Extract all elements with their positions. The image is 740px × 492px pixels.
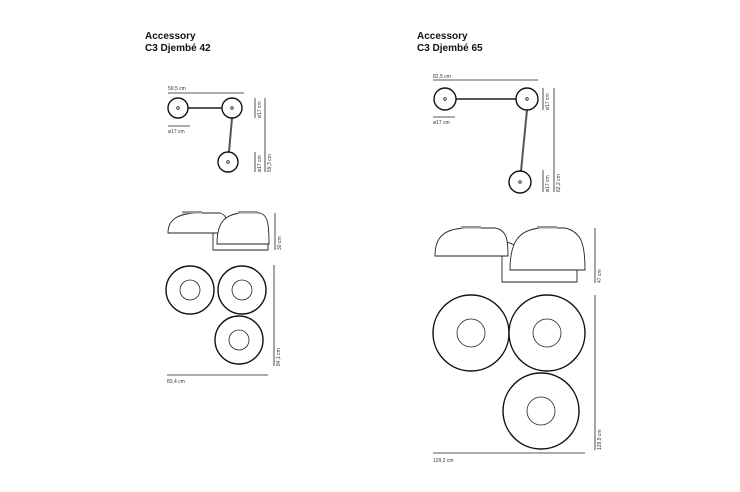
connector-bar: [228, 117, 233, 153]
dim-label: 83,4 cm: [167, 379, 185, 385]
shade-side: [434, 227, 509, 257]
canopy: [508, 170, 532, 194]
shade-outline: [432, 294, 510, 372]
dim-label: ø17 cm: [545, 93, 551, 110]
canopy-center: [443, 97, 447, 101]
canopy-center: [176, 106, 180, 110]
shade-side: [509, 227, 586, 271]
dim-label: 30 cm: [277, 236, 283, 250]
canopy-center: [230, 106, 234, 110]
shade-opening: [179, 279, 201, 301]
dim-label: 47 cm: [597, 269, 603, 283]
canopy-side: [238, 211, 258, 214]
left-top-view: 59,5 cm ø17 cm ø17 cm ø17 cm 59,3 cm: [167, 86, 273, 173]
canopy: [433, 87, 457, 111]
dim-label: ø17 cm: [168, 129, 185, 135]
canopy-center: [525, 97, 529, 101]
dim-label: 82,5 cm: [433, 74, 451, 80]
left-side-view: 30 cm: [167, 211, 283, 251]
dim-label: ø17 cm: [257, 155, 263, 172]
shade-outline: [165, 265, 215, 315]
connector-bar: [520, 109, 528, 172]
left-title-line2: C3 Djembé 42: [145, 43, 211, 54]
canopy-center: [226, 160, 230, 164]
dim-label: ø17 cm: [257, 101, 263, 118]
shade-outline: [217, 265, 267, 315]
shade-outline: [214, 315, 264, 365]
canopy: [515, 87, 539, 111]
dim-label: 129,2 cm: [433, 458, 454, 464]
canopy-center: [518, 180, 522, 184]
shade-opening: [456, 318, 486, 348]
shade-outline: [502, 372, 580, 450]
right-top-view: 82,5 cm ø17 cm ø17 cm ø17 cm 82,2 cm: [433, 74, 562, 194]
dim-label: ø17 cm: [433, 120, 450, 126]
right-title: Accessory C3 Djembé 65: [417, 31, 483, 55]
right-side-view: 47 cm: [434, 226, 603, 283]
shade-opening: [228, 329, 250, 351]
shade-side: [216, 212, 270, 245]
canopy: [217, 151, 239, 173]
dim-label: ø17 cm: [545, 175, 551, 192]
canopy: [167, 97, 189, 119]
left-title: Accessory C3 Djembé 42: [145, 31, 211, 55]
canopy-side: [461, 226, 481, 229]
dim-label: 59,3 cm: [267, 154, 273, 172]
shade-opening: [526, 396, 556, 426]
canopy: [221, 97, 243, 119]
left-plan-view: 83,4 cm 84,1 cm: [165, 265, 282, 385]
canopy-side: [182, 211, 202, 214]
dim-label: 59,5 cm: [168, 86, 186, 92]
right-plan-view: 129,2 cm 129,9 cm: [432, 294, 603, 464]
canopy-side: [537, 226, 557, 229]
shade-opening: [231, 279, 253, 301]
dim-label: 129,9 cm: [597, 429, 603, 450]
shade-opening: [532, 318, 562, 348]
dim-label: 82,2 cm: [556, 174, 562, 192]
right-title-line1: Accessory: [417, 31, 468, 42]
right-title-line2: C3 Djembé 65: [417, 43, 483, 54]
shade-outline: [508, 294, 586, 372]
dim-label: 84,1 cm: [276, 348, 282, 366]
left-title-line1: Accessory: [145, 31, 196, 42]
